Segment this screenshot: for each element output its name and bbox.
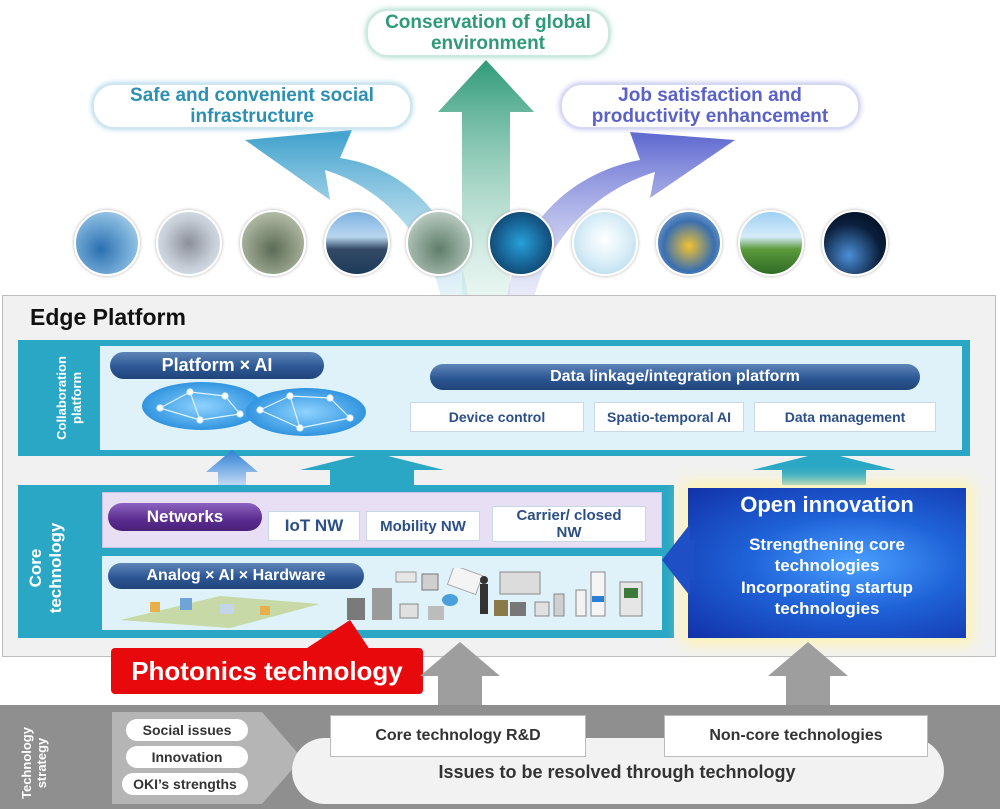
non-core-technologies-box: Non-core technologies bbox=[664, 715, 928, 757]
goal-job-satisfaction: Job satisfaction and productivity enhanc… bbox=[560, 83, 860, 129]
open-innovation-title: Open innovation bbox=[740, 492, 914, 517]
network-graph-icon bbox=[142, 382, 366, 436]
photo-highway-traffic bbox=[240, 210, 306, 276]
innovation-pill: Innovation bbox=[126, 746, 248, 768]
core-technology-label: Core technology bbox=[26, 522, 65, 614]
platform-ai-pill: Platform × AI bbox=[110, 352, 324, 379]
data-linkage-pill: Data linkage/integration platform bbox=[430, 364, 920, 390]
photo-bridge-construction bbox=[74, 210, 140, 276]
technology-strategy-label: Technology strategy bbox=[19, 727, 49, 799]
photo-robot-arm bbox=[656, 210, 722, 276]
device-control-box: Device control bbox=[410, 402, 584, 432]
data-management-box: Data management bbox=[754, 402, 936, 432]
open-to-core-arrow bbox=[662, 524, 694, 596]
iot-nw-box: IoT NW bbox=[268, 511, 360, 541]
analog-ai-hardware-pill: Analog × AI × Hardware bbox=[108, 563, 364, 589]
networks-pill: Networks bbox=[108, 503, 262, 531]
edge-platform-title: Edge Platform bbox=[30, 304, 186, 330]
photo-railway-bridge bbox=[738, 210, 804, 276]
goal-global-environment: Conservation of global environment bbox=[366, 9, 610, 57]
social-issues-pill: Social issues bbox=[126, 719, 248, 741]
photo-control-room bbox=[488, 210, 554, 276]
carrier-closed-nw-box: Carrier/ closed NW bbox=[492, 506, 646, 542]
photonics-technology-banner: Photonics technology bbox=[111, 648, 423, 694]
goal-social-infrastructure: Safe and convenient social infrastructur… bbox=[92, 83, 412, 129]
arrow-left bbox=[245, 130, 470, 325]
photo-tower-structure bbox=[156, 210, 222, 276]
photo-city-skyline bbox=[406, 210, 472, 276]
collaboration-platform-label: Collaboration platform bbox=[54, 356, 84, 440]
open-innovation-panel: Open innovation Strengthening core techn… bbox=[688, 488, 966, 638]
mobility-nw-box: Mobility NW bbox=[366, 511, 480, 541]
photonics-pointer bbox=[304, 620, 370, 650]
photo-cargo-ship bbox=[324, 210, 390, 276]
issues-to-be-resolved-text: Issues to be resolved through technology bbox=[438, 762, 796, 782]
strategy-up-arrows bbox=[420, 642, 848, 720]
open-innovation-line-2: Incorporating startup technologies bbox=[741, 578, 913, 618]
okis-strengths-pill: OKI’s strengths bbox=[122, 773, 248, 795]
open-innovation-line-1: Strengthening core technologies bbox=[749, 535, 905, 575]
spatio-temporal-ai-box: Spatio-temporal AI bbox=[594, 402, 744, 432]
photo-satellite bbox=[822, 210, 888, 276]
core-technology-rd-box: Core technology R&D bbox=[330, 715, 586, 757]
hardware-illustrations bbox=[120, 568, 643, 628]
photo-medical-staff bbox=[572, 210, 638, 276]
